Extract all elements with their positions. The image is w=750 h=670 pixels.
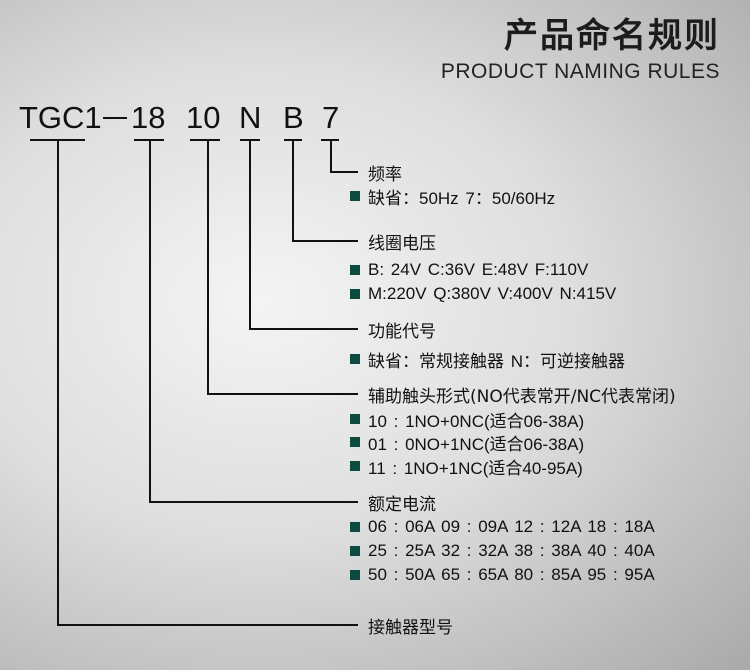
connector-frequency-horizontal bbox=[330, 171, 358, 173]
connector-frequency-vertical bbox=[330, 140, 332, 173]
code-current: 18 bbox=[131, 100, 166, 135]
code-frequency: 7 bbox=[322, 100, 340, 135]
list-item-frequency-0: 缺省：50Hz 7：50/60Hz bbox=[350, 184, 555, 208]
bullet-icon bbox=[350, 289, 360, 299]
connector-function-vertical bbox=[249, 140, 251, 330]
item-text: 06 : 06A 09 : 09A 12 : 12A 18 : 18A bbox=[368, 517, 655, 536]
list-item-coil-voltage-1: M:220V Q:380V V:400V N:415V bbox=[350, 282, 616, 306]
bullet-icon bbox=[350, 522, 360, 532]
list-item-aux-contacts-0: 10 : 1NO+0NC(适合06-38A) bbox=[350, 407, 584, 431]
connector-contacts-vertical bbox=[207, 140, 209, 395]
bullet-icon bbox=[350, 546, 360, 556]
list-item-coil-voltage-0: B: 24V C:36V E:48V F:110V bbox=[350, 258, 588, 282]
item-text: 缺省：常规接触器 N：可逆接触器 bbox=[368, 351, 625, 371]
heading-rated-current: 额定电流 bbox=[368, 495, 436, 515]
code-contacts: 10 bbox=[186, 100, 221, 135]
list-item-aux-contacts-2: 11 : 1NO+1NC(适合40-95A) bbox=[350, 454, 583, 478]
bullet-icon bbox=[350, 437, 360, 447]
list-item-rated-current-1: 25 : 25A 32 : 32A 38 : 38A 40 : 40A bbox=[350, 539, 655, 563]
code-function: N bbox=[239, 100, 262, 135]
connector-contacts-horizontal bbox=[207, 393, 358, 395]
item-text: 01 : 0NO+1NC(适合06-38A) bbox=[368, 434, 585, 454]
connector-model-horizontal bbox=[57, 624, 358, 626]
connector-coil-vertical bbox=[292, 140, 294, 242]
list-item-function-code-0: 缺省：常规接触器 N：可逆接触器 bbox=[350, 347, 625, 371]
bullet-icon bbox=[350, 570, 360, 580]
underline-contacts bbox=[190, 139, 220, 141]
item-text: 10 : 1NO+0NC(适合06-38A) bbox=[368, 411, 585, 431]
code-dash bbox=[103, 117, 127, 119]
item-text: 25 : 25A 32 : 32A 38 : 38A 40 : 40A bbox=[368, 541, 655, 560]
connector-coil-horizontal bbox=[292, 240, 358, 242]
code-coil: B bbox=[283, 100, 304, 135]
heading-function-code: 功能代号 bbox=[368, 322, 436, 342]
connector-current-vertical bbox=[149, 140, 151, 503]
title-english: PRODUCT NAMING RULES bbox=[440, 60, 720, 83]
item-text: 50 : 50A 65 : 65A 80 : 85A 95 : 95A bbox=[368, 565, 655, 584]
bullet-icon bbox=[350, 354, 360, 364]
heading-model: 接触器型号 bbox=[368, 618, 453, 638]
bullet-icon bbox=[350, 461, 360, 471]
item-text: B: 24V C:36V E:48V F:110V bbox=[368, 260, 589, 279]
bullet-icon bbox=[350, 191, 360, 201]
connector-current-horizontal bbox=[149, 501, 358, 503]
bullet-icon bbox=[350, 414, 360, 424]
code-series: TGC1 bbox=[19, 100, 102, 135]
bullet-icon bbox=[350, 265, 360, 275]
list-item-rated-current-0: 06 : 06A 09 : 09A 12 : 12A 18 : 18A bbox=[350, 515, 655, 539]
list-item-aux-contacts-1: 01 : 0NO+1NC(适合06-38A) bbox=[350, 430, 584, 454]
heading-frequency: 频率 bbox=[368, 165, 402, 185]
list-item-rated-current-2: 50 : 50A 65 : 65A 80 : 85A 95 : 95A bbox=[350, 563, 655, 587]
item-text: M:220V Q:380V V:400V N:415V bbox=[368, 284, 617, 303]
heading-aux-contacts: 辅助触头形式(NO代表常开/NC代表常闭) bbox=[368, 387, 676, 407]
connector-model-vertical bbox=[57, 140, 59, 626]
item-text: 11 : 1NO+1NC(适合40-95A) bbox=[368, 458, 583, 478]
item-text: 缺省：50Hz 7：50/60Hz bbox=[368, 188, 556, 208]
title-chinese: 产品命名规则 bbox=[504, 16, 720, 56]
connector-function-horizontal bbox=[249, 328, 358, 330]
heading-coil-voltage: 线圈电压 bbox=[368, 234, 436, 254]
